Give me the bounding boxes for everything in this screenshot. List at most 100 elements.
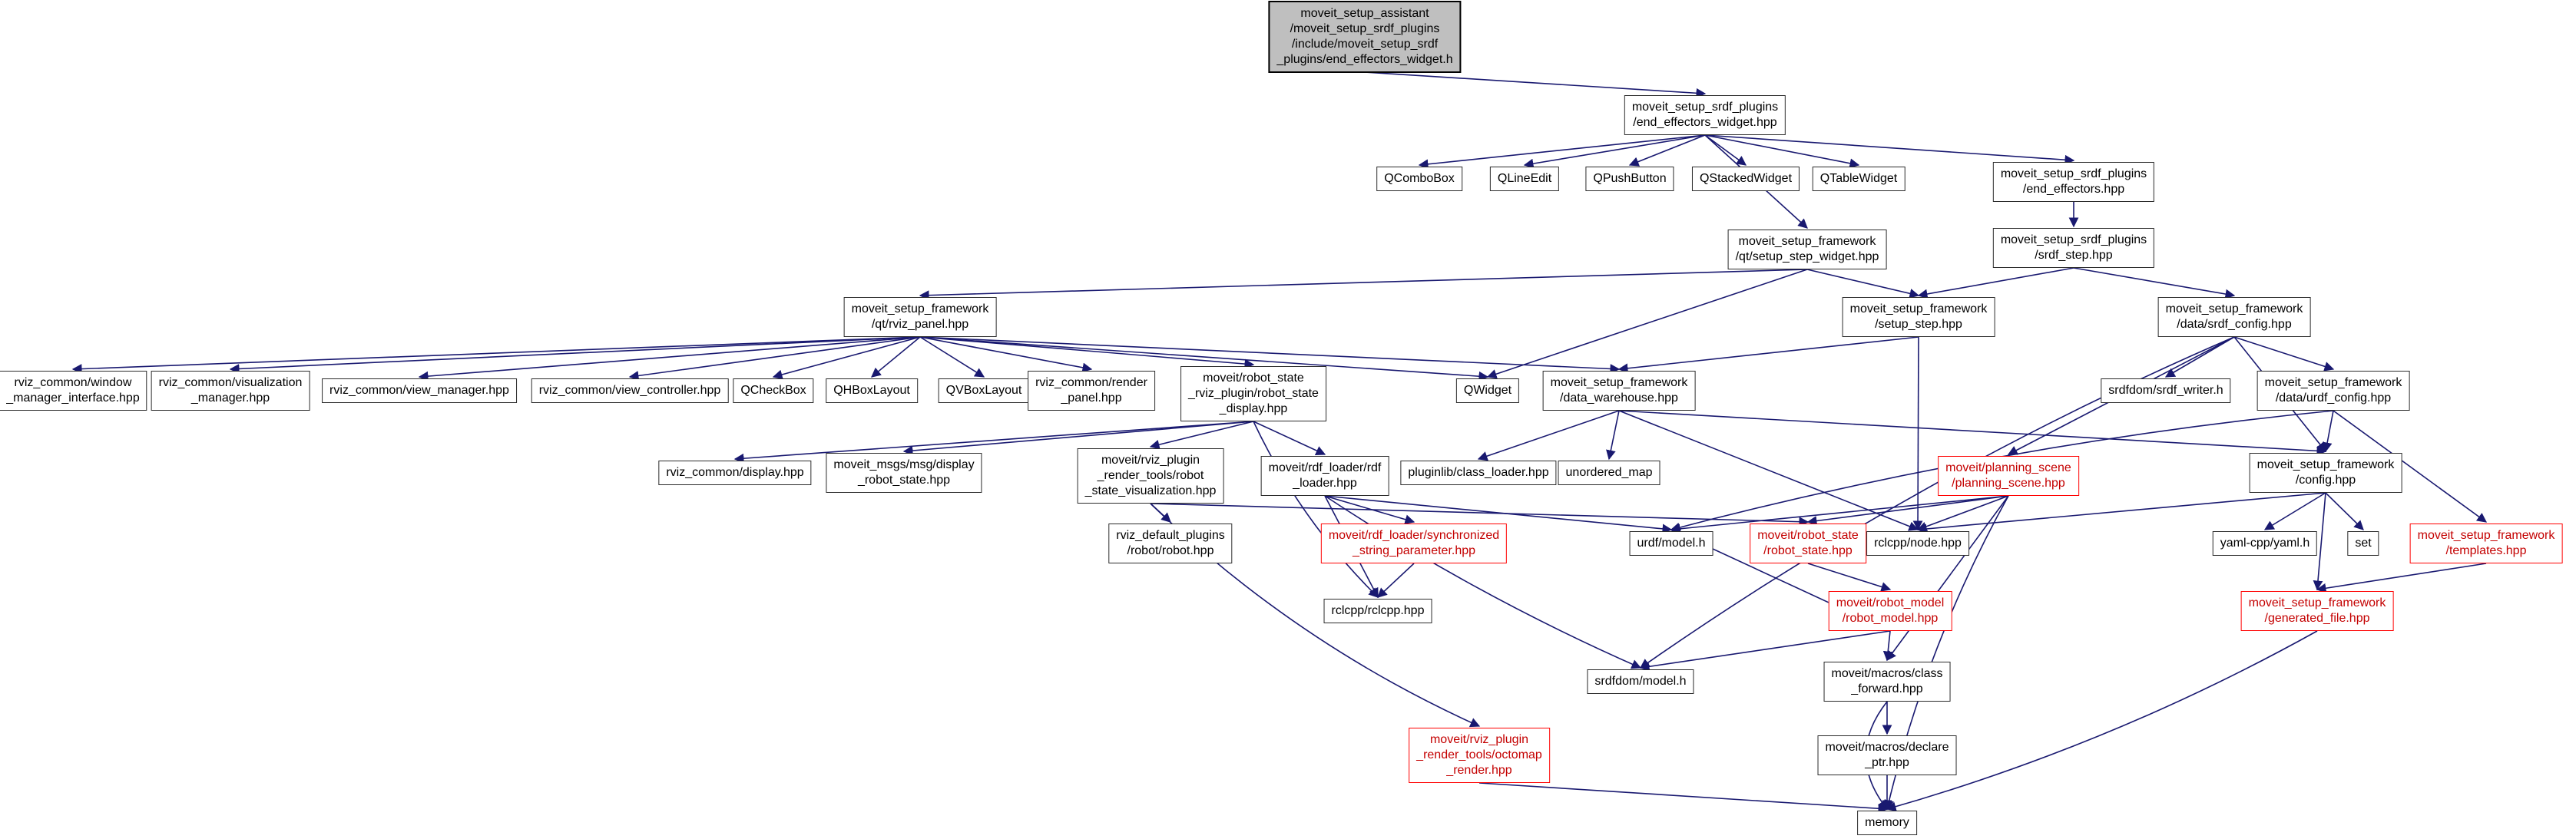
- graph-node-qhboxlayout: QHBoxLayout: [826, 378, 918, 403]
- graph-edge-octomaprender--memory: [1478, 782, 1889, 814]
- graph-node-rvizpanel[interactable]: moveit_setup_framework /qt/rviz_panel.hp…: [843, 297, 997, 337]
- graph-node-viewmgr: rviz_common/view_manager.hpp: [322, 378, 517, 403]
- graph-node-qstackedwidget: QStackedWidget: [1691, 167, 1800, 191]
- graph-edge-rvizpanel--vizmgr: [229, 336, 921, 374]
- graph-node-qvboxlayout: QVBoxLayout: [938, 378, 1030, 403]
- graph-edge-rdfloader--srdfmodel: [1324, 495, 1642, 669]
- graph-node-classforward[interactable]: moveit/macros/class _forward.hpp: [1823, 662, 1951, 702]
- graph-edge-rvizpanel--viewmgr: [418, 336, 921, 382]
- graph-edge-planningscene--classforward: [1886, 495, 2009, 662]
- graph-node-octomaprender[interactable]: moveit/rviz_plugin _render_tools/octomap…: [1409, 728, 1550, 783]
- graph-edge-eew--ee: [1704, 134, 2075, 165]
- graph-node-unorderedmap: unordered_map: [1558, 461, 1660, 485]
- graph-node-declareptr[interactable]: moveit/macros/declare _ptr.hpp: [1817, 735, 1957, 775]
- graph-edge-config--rclcppnode: [1916, 492, 2326, 534]
- graph-node-robotmodel[interactable]: moveit/robot_model /robot_model.hpp: [1828, 591, 1952, 631]
- graph-edge-genfile--memory: [1886, 630, 2318, 811]
- graph-node-rclcppnode: rclcpp/node.hpp: [1866, 531, 1969, 556]
- graph-edge-planningscene--rclcppnode: [1916, 495, 2009, 531]
- graph-node-srdfstep[interactable]: moveit_setup_srdf_plugins /srdf_step.hpp: [1992, 228, 2155, 268]
- graph-node-rsv[interactable]: moveit/rviz_plugin _render_tools/robot _…: [1077, 448, 1224, 504]
- graph-edge-setupstep--rclcppnode: [1912, 336, 1923, 531]
- graph-node-urdfconfig[interactable]: moveit_setup_framework /data/urdf_config…: [2256, 371, 2410, 411]
- graph-node-config[interactable]: moveit_setup_framework /config.hpp: [2249, 453, 2402, 493]
- graph-node-rclcpp: rclcpp/rclcpp.hpp: [1323, 599, 1432, 623]
- graph-node-memory: memory: [1857, 811, 1917, 835]
- graph-node-rsd[interactable]: moveit/robot_state _rviz_plugin/robot_st…: [1180, 366, 1326, 421]
- graph-node-wmi: rviz_common/window _manager_interface.hp…: [0, 371, 147, 411]
- graph-edge-dw--rclcppnode: [1618, 410, 1919, 531]
- graph-node-qpushbutton: QPushButton: [1585, 167, 1674, 191]
- graph-node-planningscene[interactable]: moveit/planning_scene /planning_scene.hp…: [1938, 456, 2079, 496]
- graph-edge-src--eew: [1364, 71, 1707, 98]
- graph-node-setupstep[interactable]: moveit_setup_framework /setup_step.hpp: [1842, 297, 1995, 337]
- graph-node-syncparam[interactable]: moveit/rdf_loader/synchronized _string_p…: [1320, 524, 1508, 563]
- graph-edge-dw--unorderedmap: [1606, 410, 1620, 461]
- graph-edge-planningscene--urdfmodel: [1670, 495, 2009, 534]
- graph-node-genfile[interactable]: moveit_setup_framework /generated_file.h…: [2240, 591, 2394, 631]
- graph-edge-srdfconfig--urdfconfig: [2233, 336, 2335, 372]
- graph-node-viewctl: rviz_common/view_controller.hpp: [531, 378, 729, 403]
- graph-node-robotstate[interactable]: moveit/robot_state /robot_state.hpp: [1750, 524, 1866, 563]
- graph-edge-rvizpanel--qcheckbox: [772, 336, 921, 380]
- graph-edge-srdfconfig--srdfmodel: [1639, 336, 2235, 669]
- graph-edge-rdfloader--urdfmodel: [1324, 495, 1673, 534]
- graph-edge-rvizpanel--wmi: [71, 336, 921, 374]
- graph-node-qcheckbox: QCheckBox: [733, 378, 814, 403]
- graph-edge-ssw--rvizpanel: [919, 269, 1808, 301]
- graph-edge-rvizpanel--dw: [919, 336, 1621, 374]
- graph-node-rdfloader[interactable]: moveit/rdf_loader/rdf _loader.hpp: [1260, 456, 1389, 496]
- graph-node-set: set: [2347, 531, 2379, 556]
- graph-edge-robotstate--robotmodel: [1807, 563, 1892, 592]
- graph-edge-rvizpanel--rsd: [919, 336, 1255, 369]
- graph-node-srdfmodel: srdfdom/model.h: [1587, 669, 1694, 694]
- graph-edge-robotmodel--srdfmodel: [1639, 630, 1891, 672]
- graph-node-srdfconfig[interactable]: moveit_setup_framework /data/srdf_config…: [2157, 297, 2311, 337]
- graph-edge-eew--qpushbutton: [1628, 134, 1706, 167]
- graph-edge-rsd--rclcpp: [1253, 421, 1379, 598]
- graph-node-urdfmodel: urdf/model.h: [1629, 531, 1713, 556]
- graph-node-eew[interactable]: moveit_setup_srdf_plugins /end_effectors…: [1624, 95, 1786, 135]
- graph-edge-syncparam--rclcpp: [1377, 563, 1415, 598]
- graph-node-templates[interactable]: moveit_setup_framework /templates.hpp: [2409, 524, 2563, 563]
- graph-edge-rvizpanel--qwidget: [919, 336, 1489, 382]
- graph-edge-planningscene--robotstate: [1806, 495, 2009, 526]
- graph-node-ee[interactable]: moveit_setup_srdf_plugins /end_effectors…: [1992, 162, 2155, 202]
- graph-node-classloader: pluginlib/class_loader.hpp: [1400, 461, 1557, 485]
- graph-edge-urdfconfig--templates: [2333, 410, 2488, 523]
- graph-node-qwidget: QWidget: [1455, 378, 1520, 403]
- graph-node-qcombobox: QComboBox: [1376, 167, 1462, 191]
- graph-node-src: moveit_setup_assistant /moveit_setup_srd…: [1268, 1, 1462, 73]
- graph-edge-rsd--rsv: [1149, 421, 1254, 450]
- graph-edge-rsd--drs: [902, 421, 1254, 456]
- graph-edge-ssw--setupstep: [1806, 269, 1920, 299]
- graph-node-yamlcpp: yaml-cpp/yaml.h: [2212, 531, 2318, 556]
- graph-node-rvizrobot: rviz_default_plugins /robot/robot.hpp: [1108, 524, 1233, 563]
- graph-edge-rsd--display: [733, 421, 1254, 464]
- graph-edge-eew--qlineedit: [1523, 134, 1706, 169]
- graph-node-vizmgr: rviz_common/visualization _manager.hpp: [151, 371, 310, 411]
- graph-edge-urdfconfig--config: [2322, 410, 2334, 453]
- graph-node-qtablewidget: QTableWidget: [1812, 167, 1906, 191]
- graph-edge-config--yamlcpp: [2263, 492, 2326, 530]
- graph-node-dw[interactable]: moveit_setup_framework /data_warehouse.h…: [1542, 371, 1696, 411]
- graph-node-ssw[interactable]: moveit_setup_framework /qt/setup_step_wi…: [1727, 230, 1887, 269]
- graph-edge-srdfstep--srdfconfig: [2073, 267, 2236, 299]
- graph-edge-robotmodel--classforward: [1882, 630, 1893, 662]
- graph-edge-config--genfile: [2313, 492, 2326, 591]
- graph-edge-rsd--rdfloader: [1253, 421, 1326, 455]
- graph-edge-dw--config: [1618, 410, 2327, 456]
- graph-edge-rvizpanel--qhboxlayout: [871, 336, 921, 378]
- graph-edge-eew--qcombobox: [1418, 134, 1706, 170]
- graph-node-drs: moveit_msgs/msg/display _robot_state.hpp: [826, 453, 982, 493]
- graph-edge-srdfstep--setupstep: [1917, 267, 2074, 299]
- graph-edge-rvizpanel--renderpanel: [919, 336, 1093, 373]
- graph-node-display: rviz_common/display.hpp: [658, 461, 812, 485]
- graph-edge-rdfloader--syncparam: [1324, 495, 1415, 524]
- graph-edge-dw--classloader: [1477, 410, 1620, 461]
- graph-edge-config--set: [2325, 492, 2364, 530]
- graph-edge-eew--qtablewidget: [1704, 134, 1860, 169]
- graph-edge-rvizpanel--viewctl: [628, 336, 921, 381]
